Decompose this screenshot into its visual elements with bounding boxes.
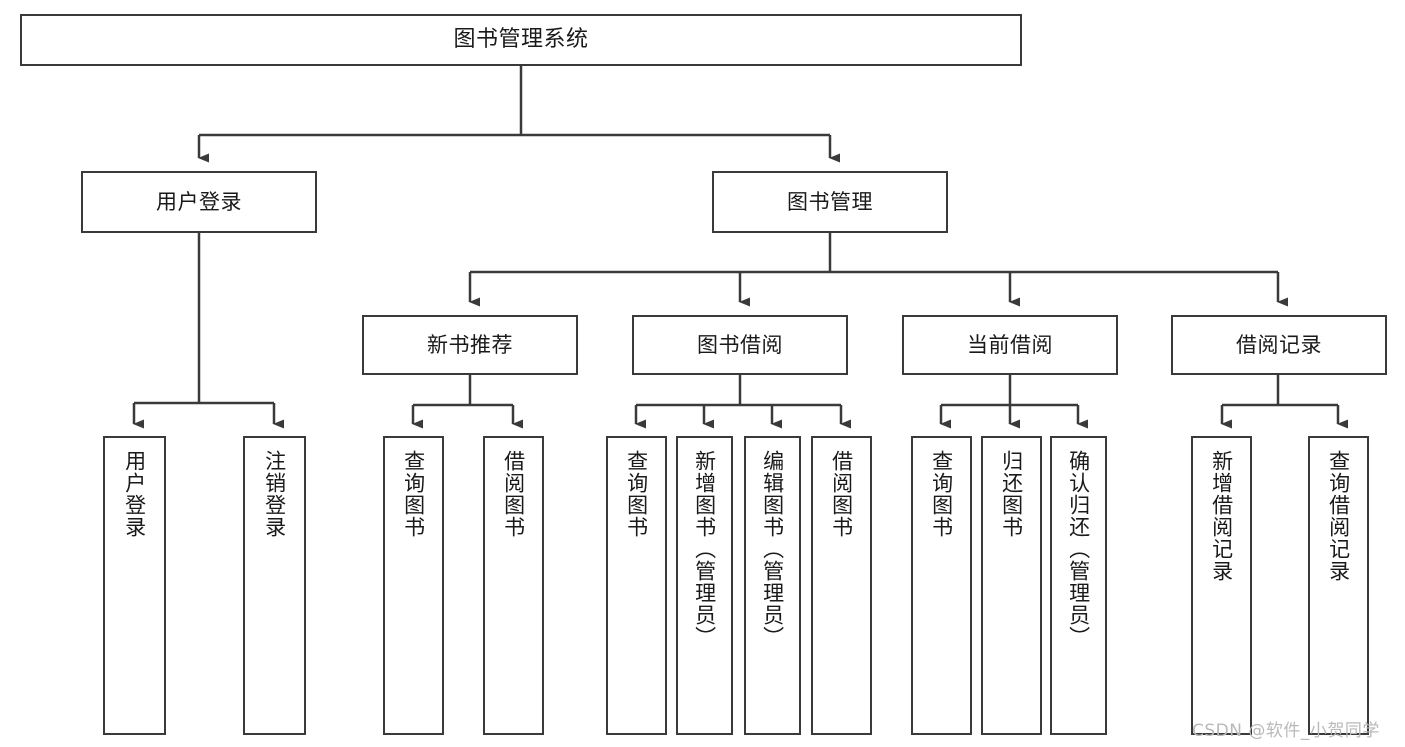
node-current-borrow-label: 当前借阅 bbox=[967, 332, 1053, 357]
node-book-manage[interactable]: 图书管理 bbox=[712, 171, 948, 233]
node-borrow-record[interactable]: 借阅记录 bbox=[1171, 315, 1387, 375]
node-leaf-add-book[interactable]: 新增图书（管理员） bbox=[676, 436, 733, 735]
node-leaf-return-book[interactable]: 归还图书 bbox=[981, 436, 1042, 735]
node-leaf-edit-book-label: 编辑图书（管理员） bbox=[760, 450, 785, 648]
node-leaf-add-book-label: 新增图书（管理员） bbox=[692, 450, 717, 648]
node-root-label: 图书管理系统 bbox=[453, 27, 589, 53]
node-user-login[interactable]: 用户登录 bbox=[81, 171, 317, 233]
node-leaf-borrow-book-2[interactable]: 借阅图书 bbox=[811, 436, 872, 735]
node-leaf-user-login[interactable]: 用户登录 bbox=[103, 436, 166, 735]
node-book-borrow-label: 图书借阅 bbox=[697, 332, 783, 357]
node-book-manage-label: 图书管理 bbox=[787, 189, 873, 214]
node-borrow-record-label: 借阅记录 bbox=[1236, 332, 1322, 357]
node-leaf-confirm-return-label: 确认归还（管理员） bbox=[1066, 450, 1091, 648]
node-leaf-query-book-2-label: 查询图书 bbox=[624, 450, 649, 538]
node-new-book-recommend[interactable]: 新书推荐 bbox=[362, 315, 578, 375]
node-leaf-return-book-label: 归还图书 bbox=[999, 450, 1024, 538]
node-leaf-edit-book[interactable]: 编辑图书（管理员） bbox=[744, 436, 801, 735]
node-leaf-query-book-3-label: 查询图书 bbox=[929, 450, 954, 538]
node-leaf-borrow-book-1[interactable]: 借阅图书 bbox=[483, 436, 544, 735]
node-leaf-query-book-1-label: 查询图书 bbox=[401, 450, 426, 538]
node-leaf-logout[interactable]: 注销登录 bbox=[243, 436, 306, 735]
node-root[interactable]: 图书管理系统 bbox=[20, 14, 1022, 66]
node-user-login-label: 用户登录 bbox=[156, 189, 242, 214]
node-new-book-recommend-label: 新书推荐 bbox=[427, 332, 513, 357]
node-leaf-query-book-3[interactable]: 查询图书 bbox=[911, 436, 972, 735]
node-leaf-query-record[interactable]: 查询借阅记录 bbox=[1308, 436, 1369, 735]
node-leaf-borrow-book-1-label: 借阅图书 bbox=[501, 450, 526, 538]
csdn-watermark: CSDN @软件_小贺同学 bbox=[1192, 721, 1380, 741]
node-leaf-query-book-2[interactable]: 查询图书 bbox=[606, 436, 667, 735]
node-leaf-confirm-return[interactable]: 确认归还（管理员） bbox=[1050, 436, 1107, 735]
node-leaf-logout-label: 注销登录 bbox=[262, 450, 287, 538]
node-current-borrow[interactable]: 当前借阅 bbox=[902, 315, 1118, 375]
node-leaf-user-login-label: 用户登录 bbox=[122, 450, 147, 538]
node-book-borrow[interactable]: 图书借阅 bbox=[632, 315, 848, 375]
node-leaf-query-book-1[interactable]: 查询图书 bbox=[383, 436, 444, 735]
node-leaf-add-record[interactable]: 新增借阅记录 bbox=[1191, 436, 1252, 735]
node-leaf-query-record-label: 查询借阅记录 bbox=[1326, 450, 1351, 582]
node-leaf-borrow-book-2-label: 借阅图书 bbox=[829, 450, 854, 538]
node-leaf-add-record-label: 新增借阅记录 bbox=[1209, 450, 1234, 582]
